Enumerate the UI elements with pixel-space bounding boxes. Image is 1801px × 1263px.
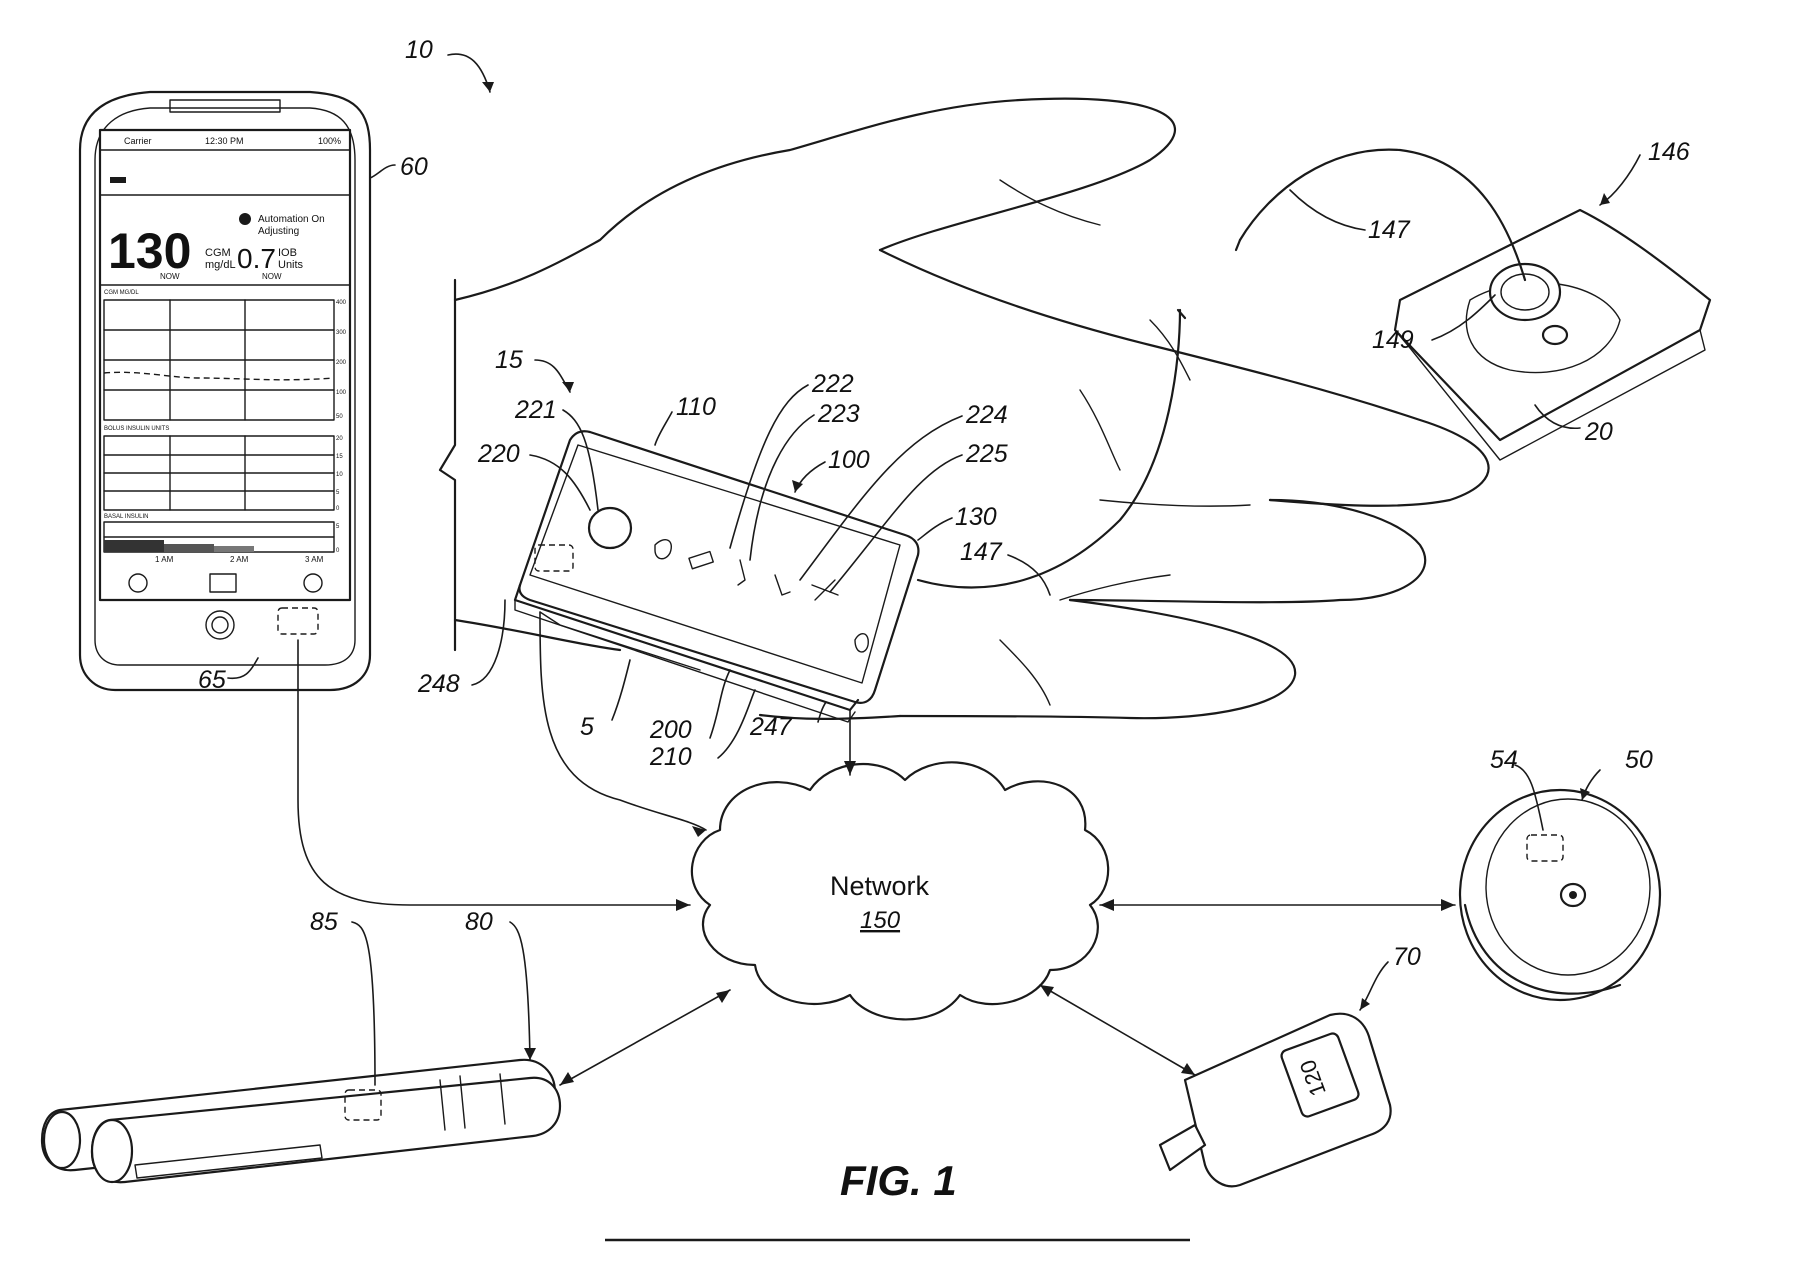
chart1-title: CGM MG/DL	[104, 290, 139, 296]
phone-battery: 100%	[318, 136, 341, 146]
ref-247: 247	[749, 713, 793, 741]
ref-20: 20	[1584, 418, 1613, 446]
axis1-tick-2: 300	[336, 330, 347, 336]
ref-100: 100	[828, 446, 870, 474]
ref-221: 221	[514, 396, 557, 424]
ref-200: 200	[649, 716, 692, 744]
ref-50: 50	[1625, 746, 1653, 774]
ref-224: 224	[965, 401, 1008, 429]
network-label: Network	[830, 871, 930, 901]
ref-147-lower: 147	[960, 538, 1003, 566]
phone-time: 12:30 PM	[205, 136, 244, 146]
smartphone-device: Carrier 12:30 PM 100% Automation On Adju…	[80, 92, 370, 690]
axis2-tick-2: 15	[336, 454, 343, 460]
ref-110: 110	[676, 393, 716, 421]
time-label-3: 3 AM	[305, 555, 324, 564]
cgm-unit: mg/dL	[205, 259, 236, 271]
figure-label: FIG. 1	[840, 1157, 957, 1204]
ref-65: 65	[198, 666, 226, 694]
ref-222: 222	[811, 370, 854, 398]
cgm-value: 130	[108, 223, 191, 279]
ref-5: 5	[580, 713, 594, 741]
axis1-tick-1: 400	[336, 300, 347, 306]
axis2-tick-3: 10	[336, 472, 343, 478]
iob-value: 0.7	[237, 243, 276, 274]
ref-146: 146	[1648, 138, 1690, 166]
cgm-now: NOW	[160, 272, 180, 281]
blood-glucose-meter: 120	[1160, 1014, 1391, 1187]
phone-carrier: Carrier	[124, 136, 152, 146]
axis1-tick-4: 100	[336, 390, 347, 396]
ref-54: 54	[1490, 746, 1518, 774]
automation-status-icon	[239, 213, 251, 225]
ref-130: 130	[955, 503, 997, 531]
cgm-label: CGM	[205, 247, 231, 259]
chart3-title: BASAL INSULIN	[104, 514, 148, 520]
ref-80: 80	[465, 908, 493, 936]
menu-icon	[110, 177, 126, 183]
insulin-pens	[42, 1060, 560, 1182]
ref-220: 220	[477, 440, 520, 468]
ref-149: 149	[1372, 326, 1414, 354]
ref-210: 210	[649, 743, 692, 771]
ref-223: 223	[817, 400, 860, 428]
ref-70: 70	[1393, 943, 1421, 971]
axis2-tick-1: 20	[336, 436, 343, 442]
chart2-title: BOLUS INSULIN UNITS	[104, 426, 169, 432]
iob-now: NOW	[262, 272, 282, 281]
network-ref: 150	[860, 907, 901, 934]
automation-text: Automation On	[258, 214, 325, 225]
ref-10: 10	[405, 36, 433, 64]
iob-unit: Units	[278, 259, 304, 271]
iob-label: IOB	[278, 247, 297, 259]
axis1-tick-3: 200	[336, 360, 347, 366]
ref-147-upper: 147	[1368, 216, 1411, 244]
hand-drawing	[440, 99, 1489, 719]
ref-248: 248	[417, 670, 460, 698]
automation-subtext: Adjusting	[258, 226, 299, 237]
ref-15: 15	[495, 346, 523, 374]
ref-60: 60	[400, 153, 428, 181]
insulin-pump-device	[515, 431, 918, 722]
ref-85: 85	[310, 908, 338, 936]
time-label-2: 2 AM	[230, 555, 249, 564]
cgm-sensor	[1460, 790, 1660, 1000]
axis1-tick-5: 50	[336, 414, 343, 420]
infusion-site	[1236, 150, 1710, 460]
ref-225: 225	[965, 440, 1008, 468]
time-label-1: 1 AM	[155, 555, 174, 564]
